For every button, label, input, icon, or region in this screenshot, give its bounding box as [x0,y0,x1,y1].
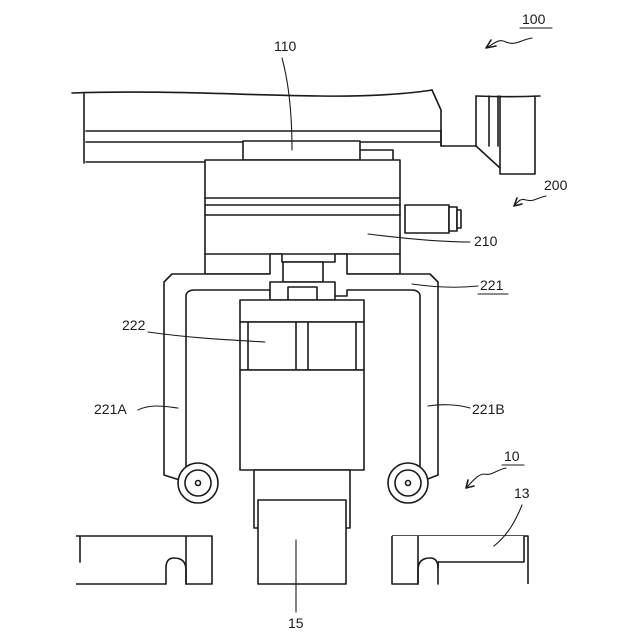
part-110-block [243,141,393,160]
arrow-10 [466,468,506,488]
label-221: 221 [480,277,504,293]
left-wheel [178,463,218,503]
label-15: 15 [288,615,304,631]
label-221B: 221B [472,401,505,417]
label-221A: 221A [94,401,127,417]
right-wheel [388,463,428,503]
gripper-222 [240,262,364,528]
label-100: 100 [522,11,546,27]
right-platform [392,536,528,584]
label-200: 200 [544,177,568,193]
left-platform [76,536,212,584]
leader-110 [282,58,292,150]
body-210 [205,160,461,274]
label-13: 13 [514,485,530,501]
label-210: 210 [474,233,498,249]
part-15 [258,500,346,584]
label-10: 10 [504,448,520,464]
label-110: 110 [274,38,297,54]
label-222: 222 [122,317,146,333]
